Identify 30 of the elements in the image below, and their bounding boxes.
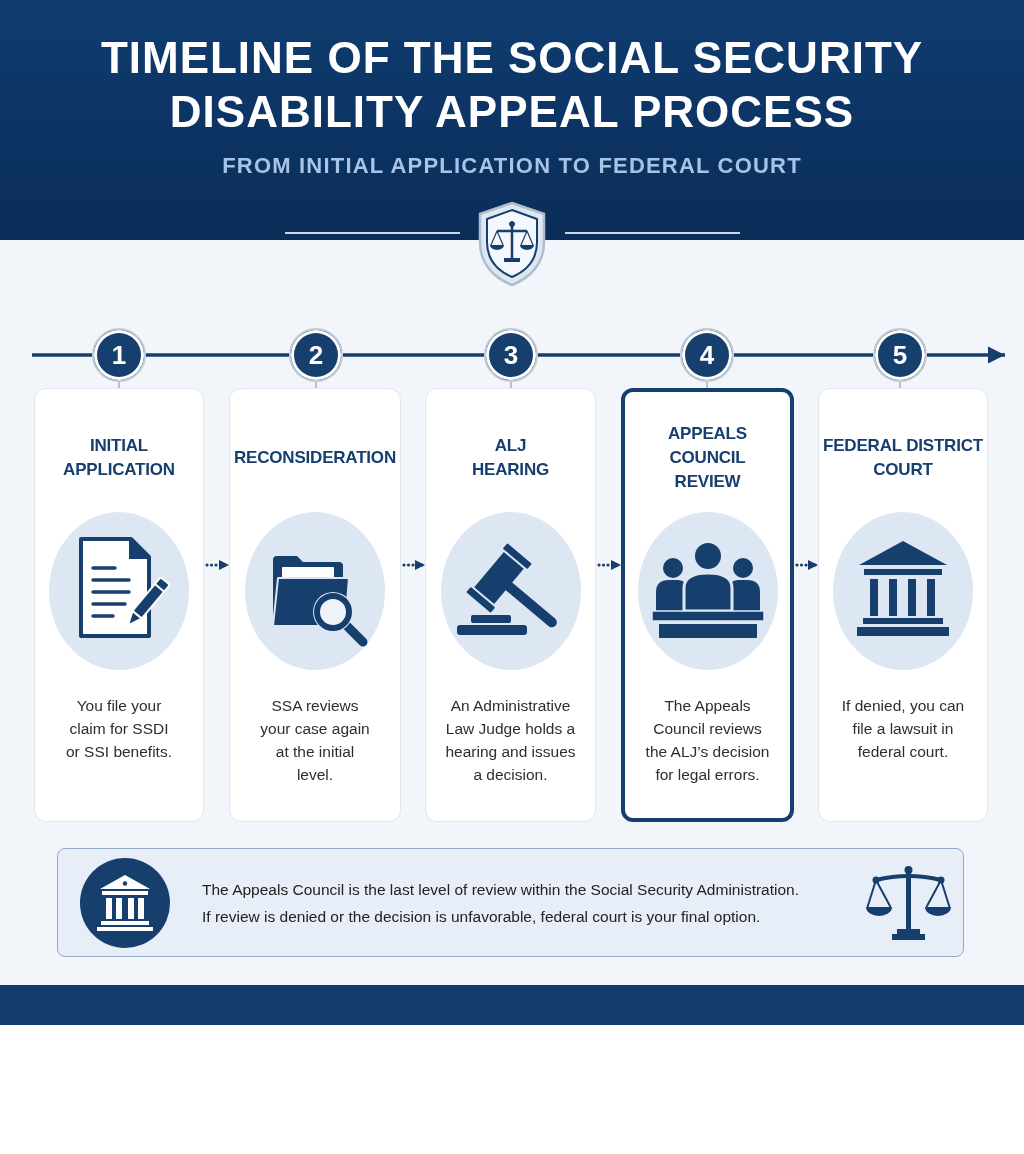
note-panel: [57, 848, 964, 957]
step-title: FEDERAL DISTRICT COURT: [823, 435, 983, 481]
connector-line: [146, 353, 289, 357]
step-description: If denied, you can file a lawsuit in federal court.: [840, 696, 966, 762]
connector-line: [510, 381, 512, 389]
connector-line: [538, 353, 680, 357]
step-card: [818, 388, 988, 822]
step-card: [34, 388, 204, 822]
connector-line: [32, 353, 92, 357]
step-title: INITIAL APPLICATION: [62, 435, 176, 481]
step-description: The Appeals Council reviews the ALJ’s decision for legal errors.: [644, 696, 771, 785]
connector-line: [706, 381, 708, 389]
connector-line: [315, 381, 317, 389]
title: TIMELINE OF THE SOCIAL SECURITY DISABILITY APPEAL PROCESS: [99, 32, 925, 138]
connector-line: [899, 381, 901, 389]
step-title: APPEALS COUNCIL REVIEW: [667, 423, 748, 493]
step-description: An Administrative Law Judge holds a hearing and issues a decision.: [444, 696, 577, 785]
step-card: [425, 388, 596, 822]
connector-line: [343, 353, 484, 357]
note-text: The Appeals Council is the last level of review within the Social Security Administration. If review is denied or the decision is unfavorable, federal court is your final option.: [202, 879, 801, 927]
subtitle: FROM INITIAL APPLICATION TO FEDERAL COURT: [222, 152, 802, 180]
step-description: You file your claim for SSDI or SSI benefits.: [65, 696, 173, 762]
step-description: SSA reviews your case again at the initial level.: [259, 696, 371, 785]
connector-line: [118, 381, 120, 389]
arrow: [927, 346, 1005, 364]
step-card: [229, 388, 401, 822]
step-card: [621, 388, 794, 822]
step-title: ALJ HEARING: [471, 435, 550, 481]
step-title: RECONSIDERATION: [234, 447, 396, 469]
connector-line: [734, 353, 873, 357]
